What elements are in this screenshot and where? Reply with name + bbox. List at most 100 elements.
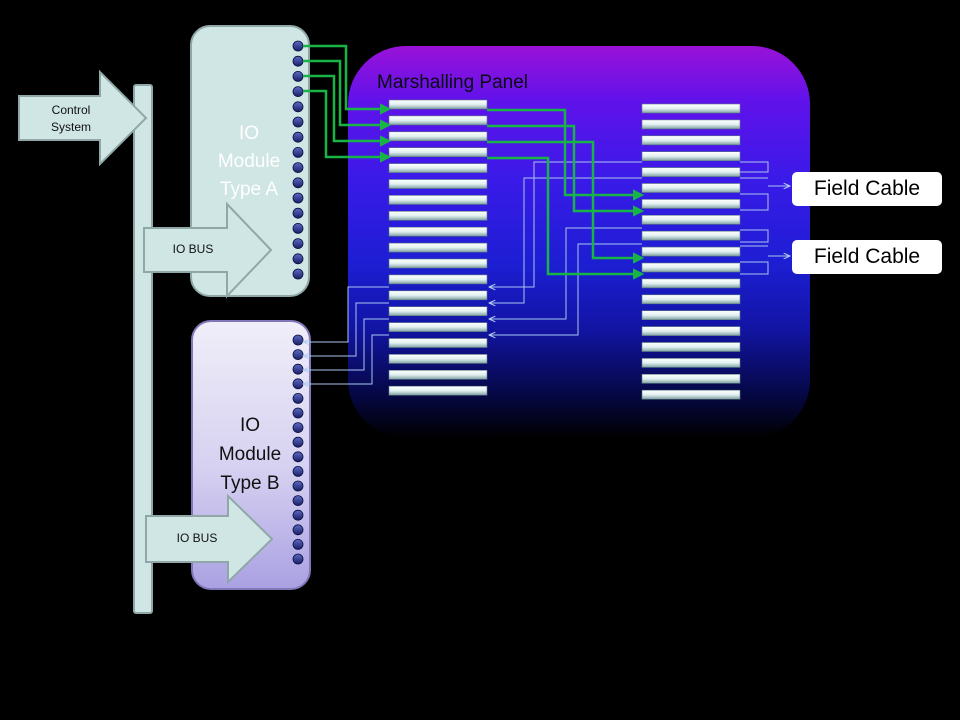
left-terminal-strip [388, 99, 488, 110]
control-system-label: Control System [50, 103, 91, 134]
right-terminal-strip [641, 310, 741, 321]
terminal-dot-b [292, 334, 304, 346]
terminal-dot-b [292, 465, 304, 477]
left-terminal-strip [388, 163, 488, 173]
right-terminal-strip [641, 278, 741, 289]
left-terminal-strip [388, 242, 488, 253]
io-bus-arrow-b [145, 493, 274, 585]
input-wire [303, 286, 389, 342]
left-terminal-strip [388, 306, 488, 317]
left-terminal-strip [388, 274, 488, 285]
terminal-dot-b [292, 480, 304, 492]
right-terminal-strip [641, 246, 741, 257]
field-wire [740, 229, 769, 243]
output-wire [487, 140, 645, 264]
terminal-dot-b [292, 407, 304, 419]
output-wiring [303, 44, 645, 280]
terminal-dot-b [292, 422, 304, 434]
terminal-dot-b [292, 436, 304, 448]
right-terminal-strip [641, 342, 741, 352]
io-module-a-label: IO Module Type A [217, 123, 281, 200]
right-terminal-strip [641, 151, 741, 161]
terminal-dot-b [292, 524, 304, 536]
right-terminal-strip [641, 103, 741, 114]
left-terminal-strip [388, 115, 488, 126]
terminal-dot-a [292, 162, 304, 174]
terminal-dot-b [292, 539, 304, 550]
terminal-dot-a [292, 40, 304, 52]
output-wire [487, 124, 645, 217]
field-cable-2: Field Cable [792, 240, 942, 274]
input-wire [303, 334, 389, 384]
right-terminal-strip [641, 183, 741, 193]
output-wire [303, 89, 392, 163]
terminal-dot-b [292, 378, 304, 390]
terminal-dot-a [292, 238, 304, 250]
left-terminal-strip [388, 211, 488, 221]
left-terminal-strip [388, 369, 488, 380]
field-wire [740, 161, 769, 173]
left-terminal-strip [388, 258, 488, 269]
field-wire [740, 193, 769, 211]
left-terminal-strip [388, 385, 488, 396]
right-terminal-strip [641, 373, 741, 384]
terminal-dot-a [292, 207, 304, 219]
terminal-dot-a [292, 71, 304, 82]
right-terminal-strip [641, 199, 741, 209]
terminal-dot-a [292, 55, 304, 67]
right-terminal-strip [641, 389, 741, 400]
output-wire [487, 108, 645, 201]
io-bus-label-b: IO BUS [176, 531, 218, 545]
input-wiring [303, 161, 790, 384]
control-system-arrow [18, 69, 148, 167]
left-terminal-strip [388, 322, 488, 332]
right-terminal-strip [641, 262, 741, 273]
io-bus-label-a: IO BUS [172, 242, 214, 256]
terminal-dot-b [292, 451, 304, 463]
input-wire [489, 161, 642, 287]
right-terminal-strip [641, 358, 741, 368]
field-cable-1: Field Cable [792, 172, 942, 206]
left-terminal-strip [388, 290, 488, 301]
right-terminal-strip [641, 215, 741, 225]
terminal-strips [388, 99, 741, 400]
terminal-dot-b [292, 363, 304, 375]
input-wire [489, 177, 642, 303]
right-terminal-strip [641, 326, 741, 336]
output-wire [303, 74, 392, 147]
terminal-dot-a [292, 131, 304, 143]
terminal-dot-b [292, 553, 304, 565]
left-terminal-strip [388, 226, 488, 237]
io-terminal-dots [292, 40, 304, 565]
output-wire [303, 44, 392, 115]
right-terminal-strip [641, 294, 741, 305]
io-module-b-label: IO Module Type B [218, 415, 282, 494]
terminal-dot-b [292, 495, 304, 507]
terminal-dot-a [292, 222, 304, 234]
terminal-dot-b [292, 509, 304, 521]
terminal-dot-a [292, 86, 304, 97]
left-terminal-strip [388, 354, 488, 364]
terminal-dot-a [292, 253, 304, 265]
io-bus-arrow-a [143, 201, 273, 299]
output-wire [303, 59, 392, 131]
input-wire [303, 302, 389, 356]
field-wire [740, 261, 769, 275]
left-terminal-strip [388, 179, 488, 189]
terminal-dot-a [292, 146, 304, 158]
output-wire [487, 156, 645, 280]
input-wire [303, 318, 389, 370]
left-terminal-strip [388, 338, 488, 348]
left-terminal-strip [388, 131, 488, 142]
terminal-dot-a [292, 177, 304, 189]
left-terminal-strip [388, 147, 488, 157]
right-terminal-strip [641, 230, 741, 241]
marshalling-panel-title: Marshalling Panel [377, 72, 529, 93]
terminal-dot-a [292, 268, 304, 280]
terminal-dot-a [292, 192, 304, 204]
io-bus-backbone [133, 84, 153, 614]
terminal-dot-a [292, 101, 304, 113]
right-terminal-strip [641, 119, 741, 130]
terminal-dot-b [292, 392, 304, 404]
